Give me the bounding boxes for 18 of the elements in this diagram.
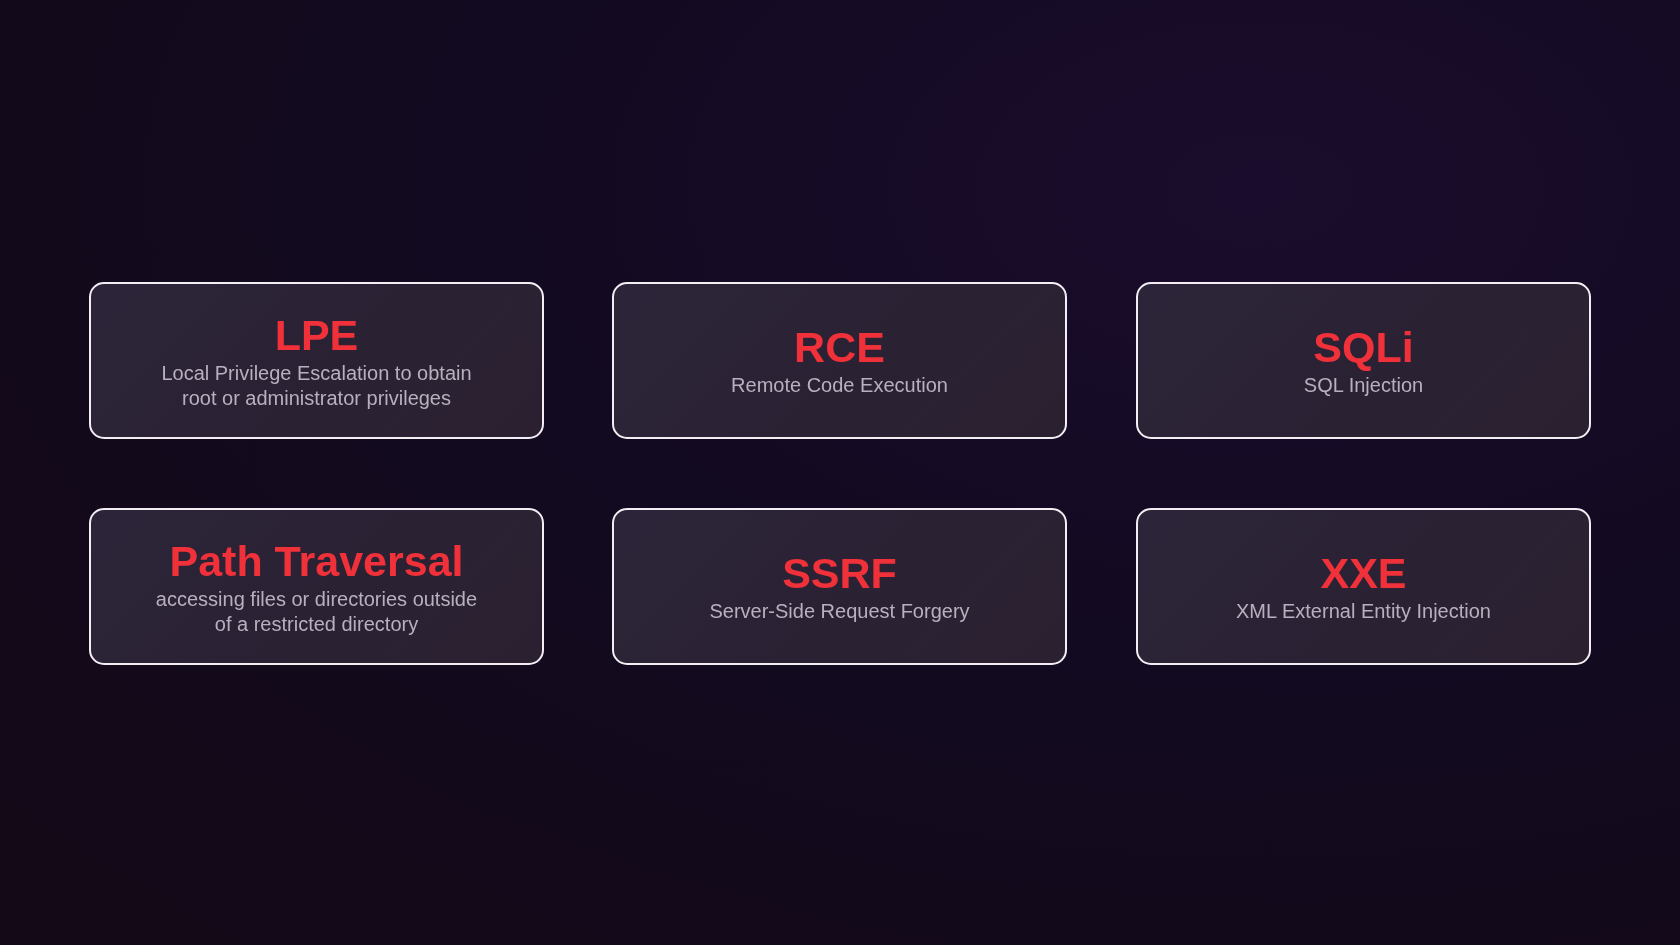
card-description: Local Privilege Escalation to obtain root or administrator privileges — [160, 360, 473, 411]
card-title: Path Traversal — [169, 536, 464, 585]
card-title: LPE — [274, 310, 359, 359]
card — [89, 282, 544, 439]
card-title: RCE — [794, 323, 885, 371]
card-description: Server-Side Request Forgery — [709, 599, 970, 624]
card — [1136, 508, 1591, 665]
card — [1136, 282, 1591, 439]
card-description: Remote Code Execution — [731, 373, 948, 398]
card — [612, 508, 1067, 665]
card-description: accessing files or directories outside of a restricted directory — [154, 586, 479, 637]
card-title: SQLi — [1313, 323, 1414, 371]
card-title: SSRF — [782, 549, 897, 597]
card — [89, 508, 544, 665]
card — [612, 282, 1067, 439]
card-description: SQL Injection — [1303, 373, 1424, 398]
card-title: XXE — [1320, 549, 1407, 597]
card-description: XML External Entity Injection — [1236, 599, 1491, 624]
